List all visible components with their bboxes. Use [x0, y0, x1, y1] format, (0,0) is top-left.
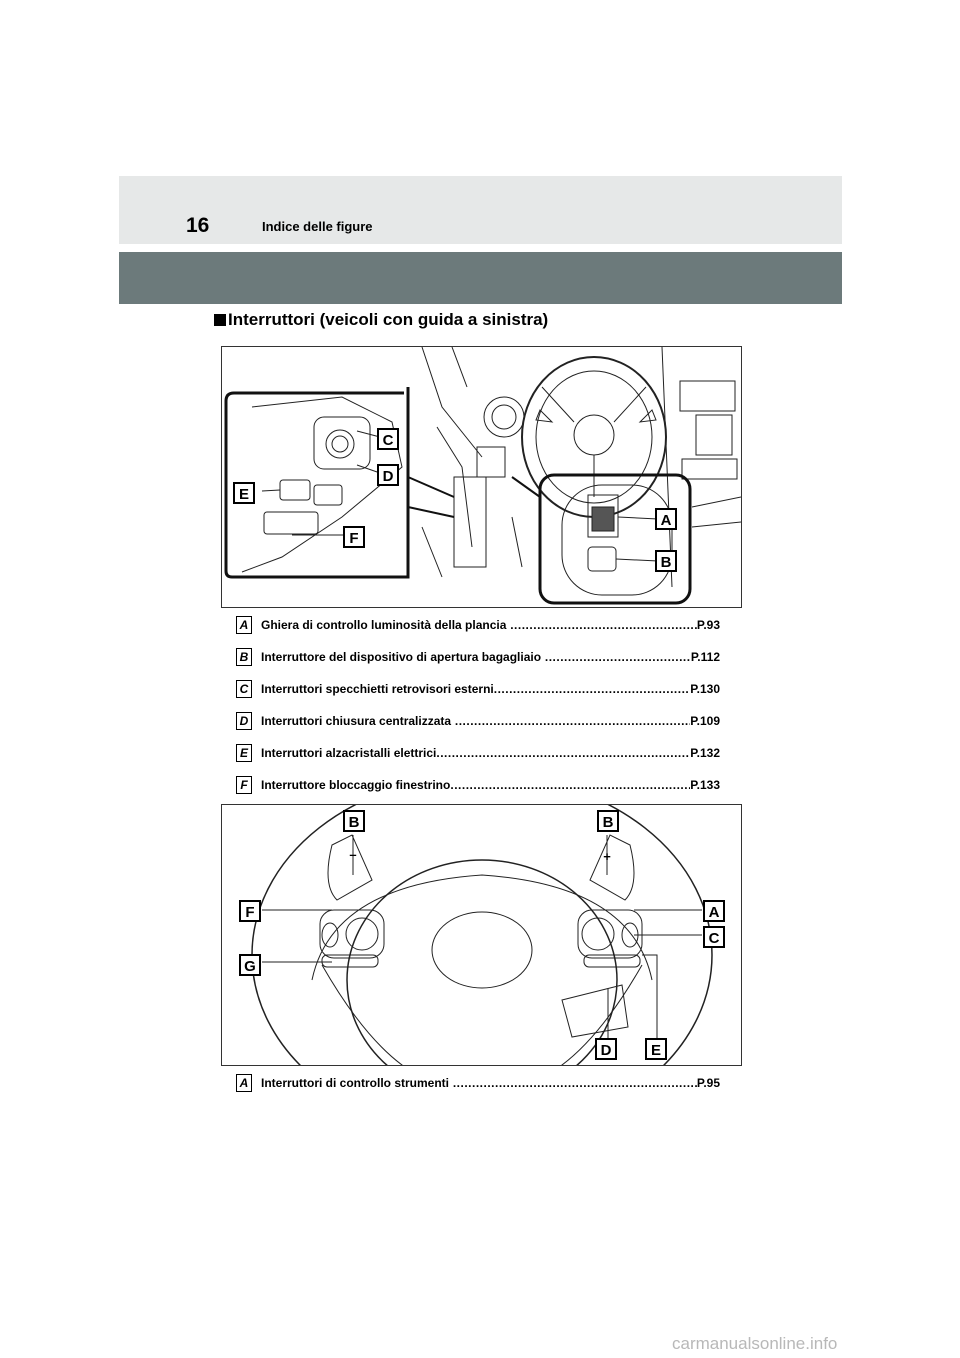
paddle-minus-label: –	[349, 847, 356, 862]
legend-ref-link[interactable]: P.112	[690, 650, 720, 664]
section-band	[119, 252, 842, 304]
figure-dashboard: C D E F A B	[221, 346, 742, 608]
callout-D: D	[595, 1038, 617, 1060]
legend-key: A	[236, 616, 252, 634]
legend-list: A Ghiera di controllo luminosità della p…	[236, 616, 720, 796]
svg-text:B: B	[661, 554, 672, 571]
legend-text: Interruttore del dispositivo di apertura…	[261, 650, 542, 664]
legend-text: Interruttori di controllo strumenti	[261, 1076, 449, 1090]
legend-item: A Interruttori di controllo strumenti ..…	[236, 1074, 720, 1092]
svg-text:D: D	[601, 1042, 612, 1059]
svg-text:E: E	[239, 486, 249, 503]
legend-text: Interruttore bloccaggio finestrino	[261, 778, 451, 792]
legend-key: D	[236, 712, 252, 730]
header-bar	[119, 176, 842, 244]
callout-B-left: B	[343, 810, 365, 832]
svg-text:B: B	[603, 814, 614, 831]
legend-key: A	[236, 1074, 252, 1092]
page-number: 16	[186, 214, 210, 237]
legend-item: A Ghiera di controllo luminosità della p…	[236, 616, 720, 634]
legend-item: F Interruttore bloccaggio finestrino ...…	[236, 776, 720, 794]
legend-item: E Interruttori alzacristalli elettrici .…	[236, 744, 720, 762]
callout-E: E	[233, 482, 255, 504]
svg-text:C: C	[709, 930, 720, 947]
callout-B-right: B	[597, 810, 619, 832]
callout-G: G	[239, 954, 261, 976]
svg-text:A: A	[661, 512, 672, 529]
heading-bullet-icon	[214, 314, 226, 326]
svg-text:C: C	[383, 432, 394, 449]
legend-item: B Interruttore del dispositivo di apertu…	[236, 648, 720, 666]
legend-text: Interruttori alzacristalli elettrici	[261, 746, 437, 760]
svg-text:A: A	[709, 904, 720, 921]
svg-text:E: E	[651, 1042, 661, 1059]
callout-B: B	[655, 550, 677, 572]
callout-A: A	[655, 508, 677, 530]
figure-steering-wheel: – + B B F G A C D	[221, 804, 742, 1066]
legend-key: F	[236, 776, 252, 794]
callout-C: C	[377, 428, 399, 450]
legend-ref-link[interactable]: P.95	[696, 1076, 720, 1090]
heading-text: Interruttori (veicoli con guida a sinist…	[228, 310, 549, 329]
svg-text:G: G	[244, 958, 256, 975]
legend-key: C	[236, 680, 252, 698]
dashboard-illustration: C D E F A B	[224, 347, 741, 605]
legend-ref-link[interactable]: P.109	[690, 714, 720, 728]
callout-F: F	[343, 526, 365, 548]
legend-item: C Interruttori specchietti retrovisori e…	[236, 680, 720, 698]
legend-text: Interruttori specchietti retrovisori est…	[261, 682, 494, 696]
paddle-plus-label: +	[603, 849, 611, 864]
legend-ref-link[interactable]: P.130	[690, 682, 720, 696]
legend-text: Interruttori chiusura centralizzata	[261, 714, 452, 728]
callout-D: D	[377, 464, 399, 486]
svg-text:D: D	[383, 468, 394, 485]
legend-ref-link[interactable]: P.132	[690, 746, 720, 760]
legend-ref-link[interactable]: P.93	[696, 618, 720, 632]
watermark: carmanualsonline.info	[672, 1334, 838, 1353]
legend-ref-link[interactable]: P.133	[690, 778, 720, 792]
section-title: Indice delle figure	[262, 219, 373, 234]
callout-C: C	[703, 926, 725, 948]
steering-wheel-illustration: – + B B F G A C D	[239, 805, 725, 1065]
svg-text:B: B	[349, 814, 360, 831]
legend-item: D Interruttori chiusura centralizzata ..…	[236, 712, 720, 730]
svg-text:F: F	[349, 530, 358, 547]
legend-text: Ghiera di controllo luminosità della pla…	[261, 618, 507, 632]
svg-text:F: F	[245, 904, 254, 921]
legend-list-2: A Interruttori di controllo strumenti ..…	[236, 1074, 720, 1094]
callout-E: E	[645, 1038, 667, 1060]
legend-key: E	[236, 744, 252, 762]
legend-key: B	[236, 648, 252, 666]
heading: Interruttori (veicoli con guida a sinist…	[214, 310, 548, 330]
callout-A: A	[703, 900, 725, 922]
callout-F: F	[239, 900, 261, 922]
